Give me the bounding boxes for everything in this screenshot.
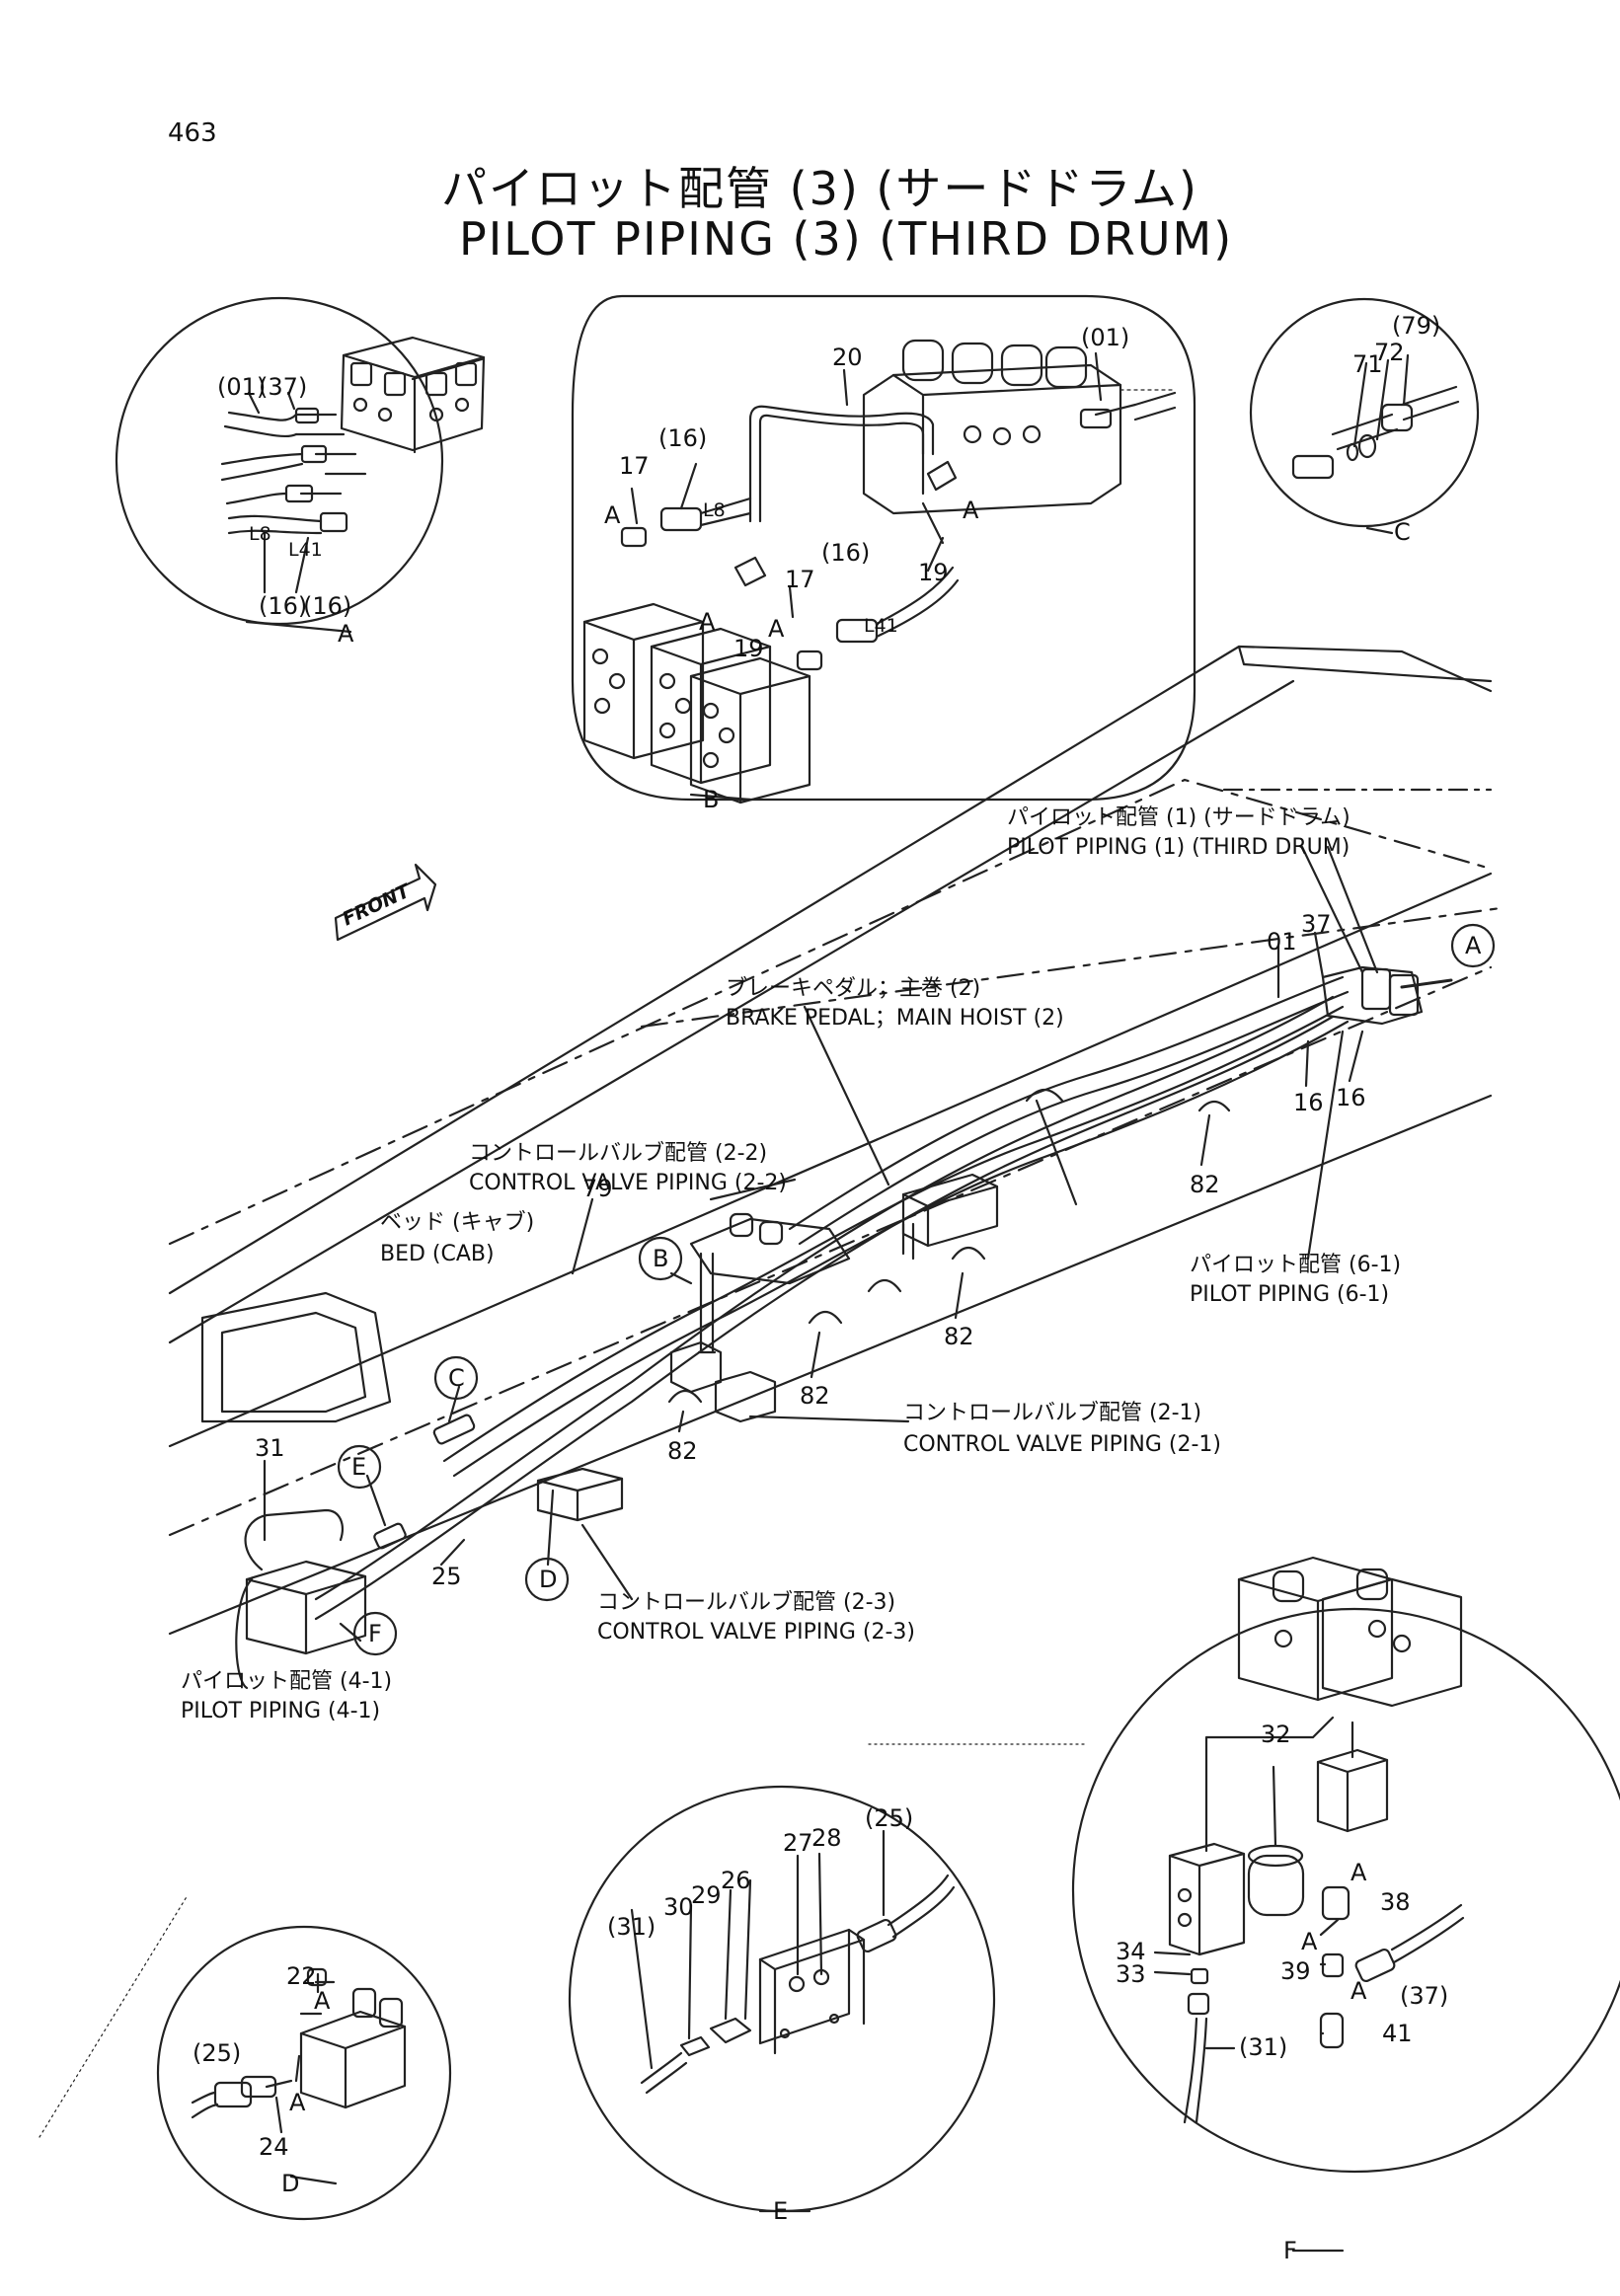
ref-bed-en: BED (CAB)	[380, 1242, 495, 1266]
detail-f-label-31: (31)	[1239, 2033, 1288, 2061]
detail-a-label-01: (01)	[217, 373, 267, 401]
detail-c-letter: C	[1394, 518, 1411, 546]
detail-b-label-a1: A	[604, 501, 621, 529]
main-label-82b: 82	[944, 1323, 974, 1350]
ref-pilot-41-jp: パイロット配管 (4-1)	[181, 1669, 393, 1694]
detail-e-label-30: 30	[663, 1893, 694, 1921]
detail-e-artwork	[568, 1785, 996, 2213]
detail-d-label-25: (25)	[193, 2039, 242, 2067]
detail-f-label-a2: A	[1301, 1928, 1318, 1955]
detail-a-label-16b: (16)	[303, 592, 352, 620]
detail-b-letter: B	[703, 786, 720, 813]
main-label-01: 01	[1267, 928, 1297, 956]
detail-d-label-22: 22	[286, 1962, 317, 1990]
detail-f-label-41: 41	[1382, 2020, 1413, 2047]
main-label-31: 31	[255, 1434, 285, 1462]
detail-b-label-01: (01)	[1081, 324, 1130, 351]
ref-pilot-1-jp: パイロット配管 (1) (サードドラム)	[1007, 805, 1350, 830]
main-label-82a: 82	[1190, 1171, 1220, 1198]
callout-f: F	[368, 1620, 382, 1647]
detail-b-label-a2: A	[699, 608, 716, 636]
detail-a-artwork	[115, 296, 486, 634]
detail-b-label-19a: 19	[733, 635, 764, 662]
detail-e-label-29: 29	[691, 1881, 722, 1909]
detail-a-label-l41: L41	[288, 539, 323, 561]
ref-cv-21-jp: コントロールバルブ配管 (2-1)	[903, 1401, 1202, 1425]
detail-b-artwork	[571, 294, 1196, 804]
detail-d-label-24: 24	[259, 2133, 289, 2161]
main-assembly-artwork	[39, 645, 1503, 2138]
detail-c-label-72: 72	[1374, 339, 1405, 366]
detail-a-label-l8: L8	[249, 523, 271, 545]
detail-f-label-34: 34	[1116, 1938, 1146, 1965]
detail-a-letter: A	[338, 620, 354, 648]
detail-f-label-38: 38	[1380, 1888, 1411, 1916]
ref-cv-22-en: CONTROL VALVE PIPING (2-2)	[469, 1171, 788, 1195]
detail-f-artwork	[1071, 1556, 1620, 2253]
detail-b-label-20: 20	[832, 344, 863, 371]
detail-b-label-a4: A	[963, 497, 979, 524]
detail-d-label-a1: A	[314, 1987, 331, 2015]
ref-cv-23-en: CONTROL VALVE PIPING (2-3)	[597, 1620, 916, 1645]
main-label-79: 79	[582, 1175, 613, 1202]
detail-d-letter: D	[281, 2170, 300, 2197]
detail-e-label-28: 28	[811, 1824, 842, 1852]
callout-b: B	[653, 1245, 669, 1272]
ref-pilot-41-en: PILOT PIPING (4-1)	[181, 1699, 381, 1723]
detail-b-label-l8: L8	[703, 499, 726, 521]
detail-e-label-25: (25)	[865, 1804, 914, 1832]
callout-c: C	[448, 1364, 465, 1392]
detail-b-label-17b: 17	[785, 566, 815, 593]
detail-f-label-39: 39	[1280, 1957, 1311, 1985]
ref-cv-22-jp: コントロールバルブ配管 (2-2)	[469, 1141, 768, 1166]
detail-b-label-17a: 17	[619, 452, 650, 480]
main-label-25: 25	[431, 1563, 462, 1590]
detail-f-label-32: 32	[1261, 1721, 1291, 1748]
main-label-37: 37	[1301, 910, 1332, 938]
detail-f-label-37: (37)	[1400, 1982, 1449, 2010]
detail-c-label-71: 71	[1352, 350, 1383, 378]
ref-pilot-1-en: PILOT PIPING (1) (THIRD DRUM)	[1007, 835, 1350, 860]
detail-e-label-31: (31)	[607, 1913, 656, 1941]
detail-b-label-l41: L41	[864, 615, 898, 637]
detail-f-label-a3: A	[1350, 1977, 1367, 2005]
ref-brake-en: BRAKE PEDAL；MAIN HOIST (2)	[726, 1006, 1064, 1031]
main-label-82c: 82	[800, 1382, 830, 1410]
callout-a: A	[1465, 932, 1482, 959]
callout-circles	[337, 923, 1496, 1656]
detail-b-label-19b: 19	[918, 559, 949, 586]
ref-bed-jp: ベッド (キャブ)	[380, 1210, 535, 1235]
detail-e-letter: E	[773, 2197, 789, 2225]
detail-b-label-16a: (16)	[658, 424, 708, 452]
detail-c-artwork	[1249, 297, 1480, 535]
detail-a-label-37: (37)	[259, 373, 308, 401]
page-title-english: PILOT PIPING (3) (THIRD DRUM)	[459, 212, 1234, 266]
page-title-japanese: パイロット配管 (3) (サードドラム)	[441, 162, 1198, 215]
ref-cv-21-en: CONTROL VALVE PIPING (2-1)	[903, 1432, 1222, 1457]
callout-e: E	[351, 1453, 367, 1481]
detail-a-label-16a: (16)	[259, 592, 308, 620]
main-label-82d: 82	[667, 1437, 698, 1465]
detail-e-label-26: 26	[721, 1867, 751, 1894]
detail-b-label-16b: (16)	[821, 539, 871, 567]
detail-f-label-a1: A	[1350, 1859, 1367, 1886]
detail-d-artwork	[156, 1925, 452, 2221]
detail-f-label-33: 33	[1116, 1960, 1146, 1988]
detail-b-label-a3: A	[768, 615, 785, 643]
detail-f-letter: F	[1283, 2237, 1297, 2264]
callout-d: D	[539, 1566, 558, 1593]
ref-brake-jp: ブレーキペダル；主巻 (2)	[726, 976, 981, 1001]
page-number: 463	[168, 118, 217, 148]
main-label-16b: 16	[1336, 1084, 1366, 1111]
detail-c-label-79: (79)	[1392, 312, 1441, 340]
ref-cv-23-jp: コントロールバルブ配管 (2-3)	[597, 1590, 896, 1615]
ref-pilot-61-en: PILOT PIPING (6-1)	[1190, 1282, 1390, 1307]
detail-d-label-a2: A	[289, 2089, 306, 2116]
main-label-16a: 16	[1293, 1089, 1324, 1116]
ref-pilot-61-jp: パイロット配管 (6-1)	[1190, 1253, 1402, 1277]
detail-e-label-27: 27	[783, 1829, 813, 1857]
